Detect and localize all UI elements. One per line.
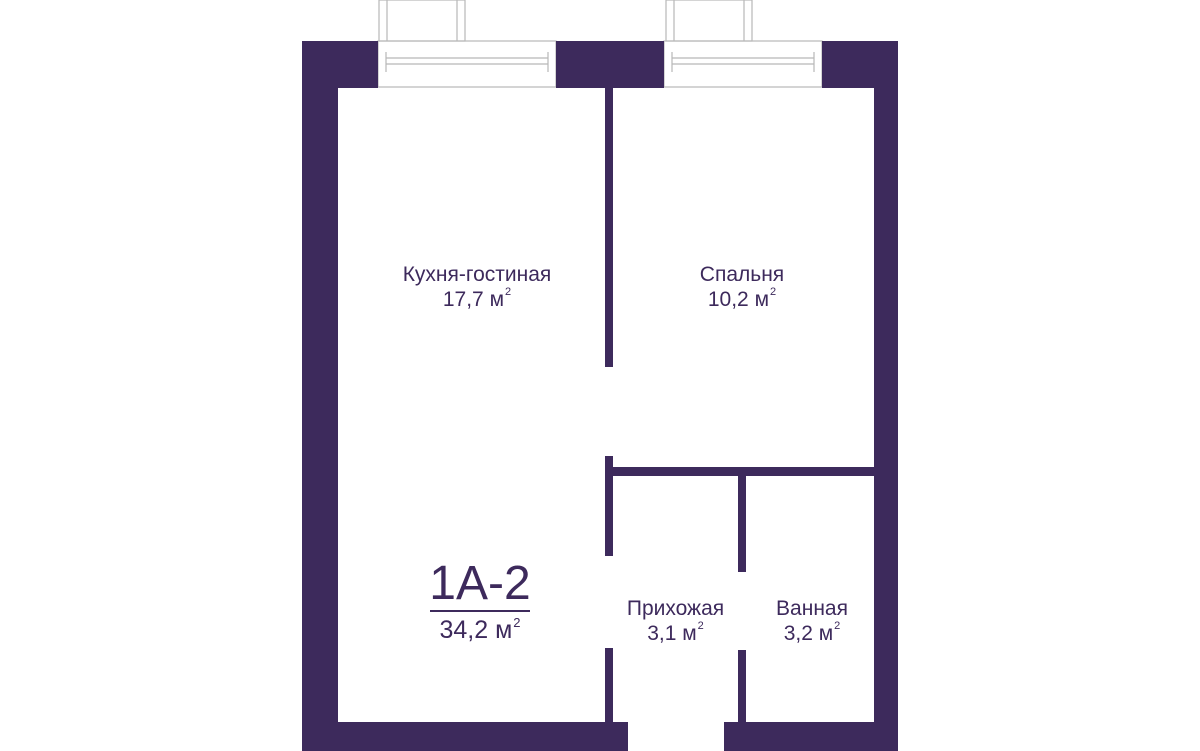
- walls: [302, 41, 898, 751]
- partition-hall-left-upper: [605, 456, 613, 556]
- window-left: [377, 40, 557, 88]
- partition-bedroom-bottom: [605, 467, 875, 476]
- wall-left: [302, 41, 338, 751]
- room-area: 3,2 м2: [783, 620, 841, 645]
- room-label-hallway: Прихожая 3,1 м2: [613, 598, 738, 644]
- room-area: 3,1 м2: [647, 620, 704, 645]
- window-right: [663, 40, 823, 88]
- balcony-right: [665, 0, 753, 42]
- room-name: Кухня-гостиная: [402, 263, 552, 286]
- apartment-area: 34,2 м2: [439, 615, 521, 644]
- apartment-code: 1A-2: [429, 557, 531, 610]
- balcony-left: [378, 0, 466, 42]
- apartment-divider: [430, 610, 530, 612]
- room-name: Прихожая: [626, 597, 725, 620]
- room-area: 17,7 м2: [442, 286, 512, 311]
- wall-right: [874, 41, 898, 751]
- wall-top-middle-pier: [556, 41, 664, 88]
- room-label-bathroom: Ванная 3,2 м2: [752, 598, 872, 644]
- partition-kitchen-bedroom: [605, 88, 613, 367]
- room-name: Спальня: [699, 263, 785, 286]
- partition-hall-left-lower: [605, 648, 613, 728]
- wall-bottom-left: [302, 722, 628, 751]
- room-label-kitchen: Кухня-гостиная 17,7 м2: [377, 264, 577, 310]
- room-area: 10,2 м2: [707, 286, 777, 311]
- room-name: Ванная: [776, 597, 848, 620]
- wall-bottom-right: [724, 722, 898, 751]
- partition-hall-bath-upper: [738, 476, 746, 572]
- partition-hall-bath-lower: [738, 650, 746, 725]
- room-label-bedroom: Спальня 10,2 м2: [642, 264, 842, 310]
- apartment-label: 1A-2 34,2 м2: [405, 560, 555, 643]
